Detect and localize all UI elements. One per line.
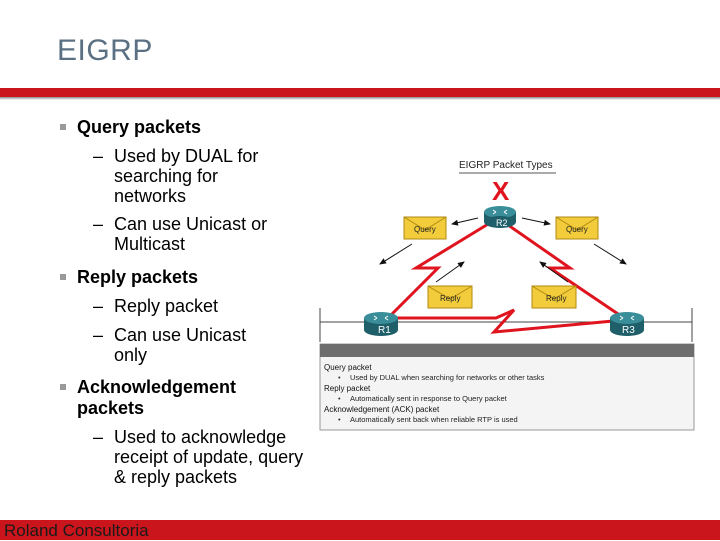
page-title: EIGRP	[57, 34, 153, 67]
arrow-icon	[593, 243, 627, 265]
footer-bar	[0, 520, 720, 540]
bullet-square-icon	[60, 274, 66, 280]
sub-bullet-text: Can use Unicast or Multicast	[114, 214, 268, 254]
router-icon	[610, 312, 644, 336]
arrow-icon	[451, 217, 479, 226]
bullet-label: Acknowledgement packets	[77, 377, 237, 418]
lightning-link-icon	[388, 308, 625, 334]
envelope-label: Reply	[440, 294, 460, 303]
x-mark-icon: X	[492, 176, 510, 206]
sub-bullet: – Can use Unicast or Multicast	[93, 214, 294, 254]
bullet-square-icon	[60, 384, 66, 390]
bullet-acknowledgement-packets: Acknowledgement packets	[60, 377, 287, 419]
eigrp-packet-types-diagram: EIGRP Packet Types X R2 R1 R3 Query	[319, 160, 695, 431]
dash-icon: –	[93, 214, 104, 234]
title-divider	[0, 88, 720, 97]
sub-bullet: – Can use Unicast only	[93, 325, 274, 365]
sub-bullet: – Used by DUAL for searching for network…	[93, 146, 294, 206]
bullet-square-icon	[60, 124, 66, 130]
arrow-icon	[435, 261, 465, 283]
arrow-icon	[539, 261, 569, 283]
legend-note: Automatically sent in response to Query …	[350, 394, 508, 403]
legend-bullet-icon: •	[338, 394, 341, 403]
legend-term: Query packet	[324, 363, 372, 372]
envelope-icon	[531, 285, 577, 309]
router-label: R1	[378, 325, 391, 336]
sub-bullet-text: Reply packet	[114, 296, 219, 316]
legend-panel-header	[320, 344, 694, 357]
legend-term: Reply packet	[324, 384, 371, 393]
legend-bullet-icon: •	[338, 373, 341, 382]
lightning-link-icon	[386, 216, 499, 320]
arrow-icon	[521, 217, 551, 226]
envelope-label: Reply	[546, 294, 566, 303]
router-icon	[364, 312, 398, 336]
router-label: R3	[622, 325, 635, 336]
dash-icon: –	[93, 325, 104, 345]
sub-bullet: – Used to acknowledge receipt of update,…	[93, 427, 304, 487]
sub-bullet-text: Used to acknowledge receipt of update, q…	[114, 427, 304, 487]
bullet-reply-packets: Reply packets	[60, 267, 199, 288]
envelope-icon	[427, 285, 473, 309]
envelope-icon	[555, 216, 599, 240]
bullet-query-packets: Query packets	[60, 117, 202, 138]
bullet-label: Reply packets	[77, 267, 199, 287]
dash-icon: –	[93, 296, 104, 316]
diagram-heading: EIGRP Packet Types	[459, 160, 553, 171]
sub-bullet: – Reply packet	[93, 296, 294, 316]
lightning-link-icon	[497, 216, 625, 320]
legend-note: Automatically sent back when reliable RT…	[350, 415, 518, 424]
dash-icon: –	[93, 146, 104, 166]
legend-note: Used by DUAL when searching for networks…	[350, 373, 545, 382]
legend-bullet-icon: •	[338, 415, 341, 424]
title-divider-shadow	[0, 97, 720, 100]
router-label: R2	[496, 218, 508, 228]
legend-term: Acknowledgement (ACK) packet	[324, 405, 440, 414]
bullet-label: Query packets	[77, 117, 202, 137]
router-icon	[484, 206, 516, 228]
dash-icon: –	[93, 427, 104, 447]
envelope-label: Query	[566, 225, 588, 234]
legend-panel	[319, 343, 695, 431]
sub-bullet-text: Used by DUAL for searching for networks	[114, 146, 259, 206]
envelope-label: Query	[414, 225, 436, 234]
envelope-icon	[403, 216, 447, 240]
sub-bullet-text: Can use Unicast only	[114, 325, 247, 365]
footer-brand: Roland Consultoria	[4, 521, 149, 540]
arrow-icon	[379, 243, 413, 265]
